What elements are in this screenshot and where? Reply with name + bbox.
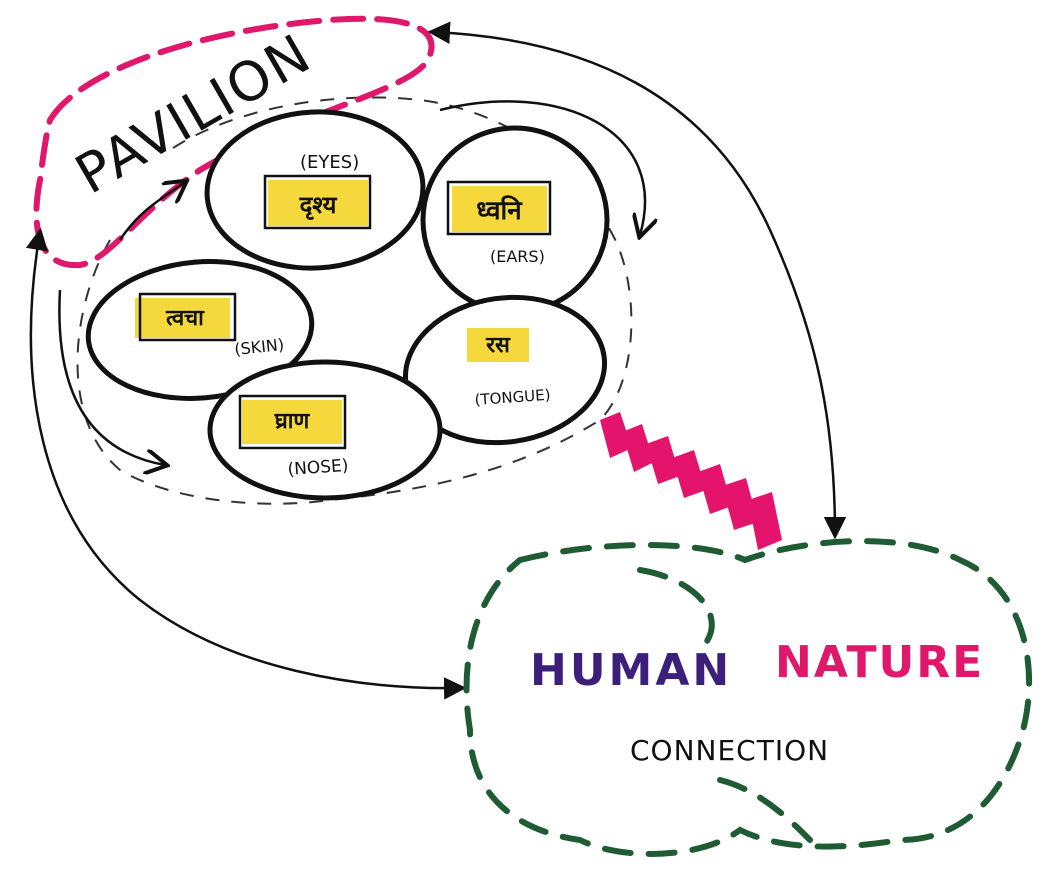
sense-native-nose: घ्राण <box>274 409 311 434</box>
connection-nature: NATURE <box>775 637 984 688</box>
connection-cloud <box>463 538 1033 857</box>
arrow-pavilion-to-human <box>25 227 467 700</box>
arrow-to-ears <box>439 100 645 235</box>
arrow-pavilion-to-nature <box>427 21 847 540</box>
sense-native-eyes: दृश्य <box>299 191 338 220</box>
arrow-to-skin-nose <box>58 289 165 465</box>
sense-native-skin: त्वचा <box>165 306 205 331</box>
sense-english-eyes: (EYES) <box>300 152 359 173</box>
sense-english-nose: (NOSE) <box>287 456 349 480</box>
connection-label: CONNECTION <box>630 734 829 767</box>
arrows <box>25 21 847 700</box>
sense-native-ears: ध्वनि <box>476 195 523 226</box>
connection-human: HUMAN <box>530 645 732 696</box>
sense-english-ears: (EARS) <box>490 247 545 266</box>
sense-native-tongue: रस <box>485 333 511 358</box>
cluster-to-connection-hatch <box>600 412 782 550</box>
arrow-into-cluster <box>118 182 185 241</box>
